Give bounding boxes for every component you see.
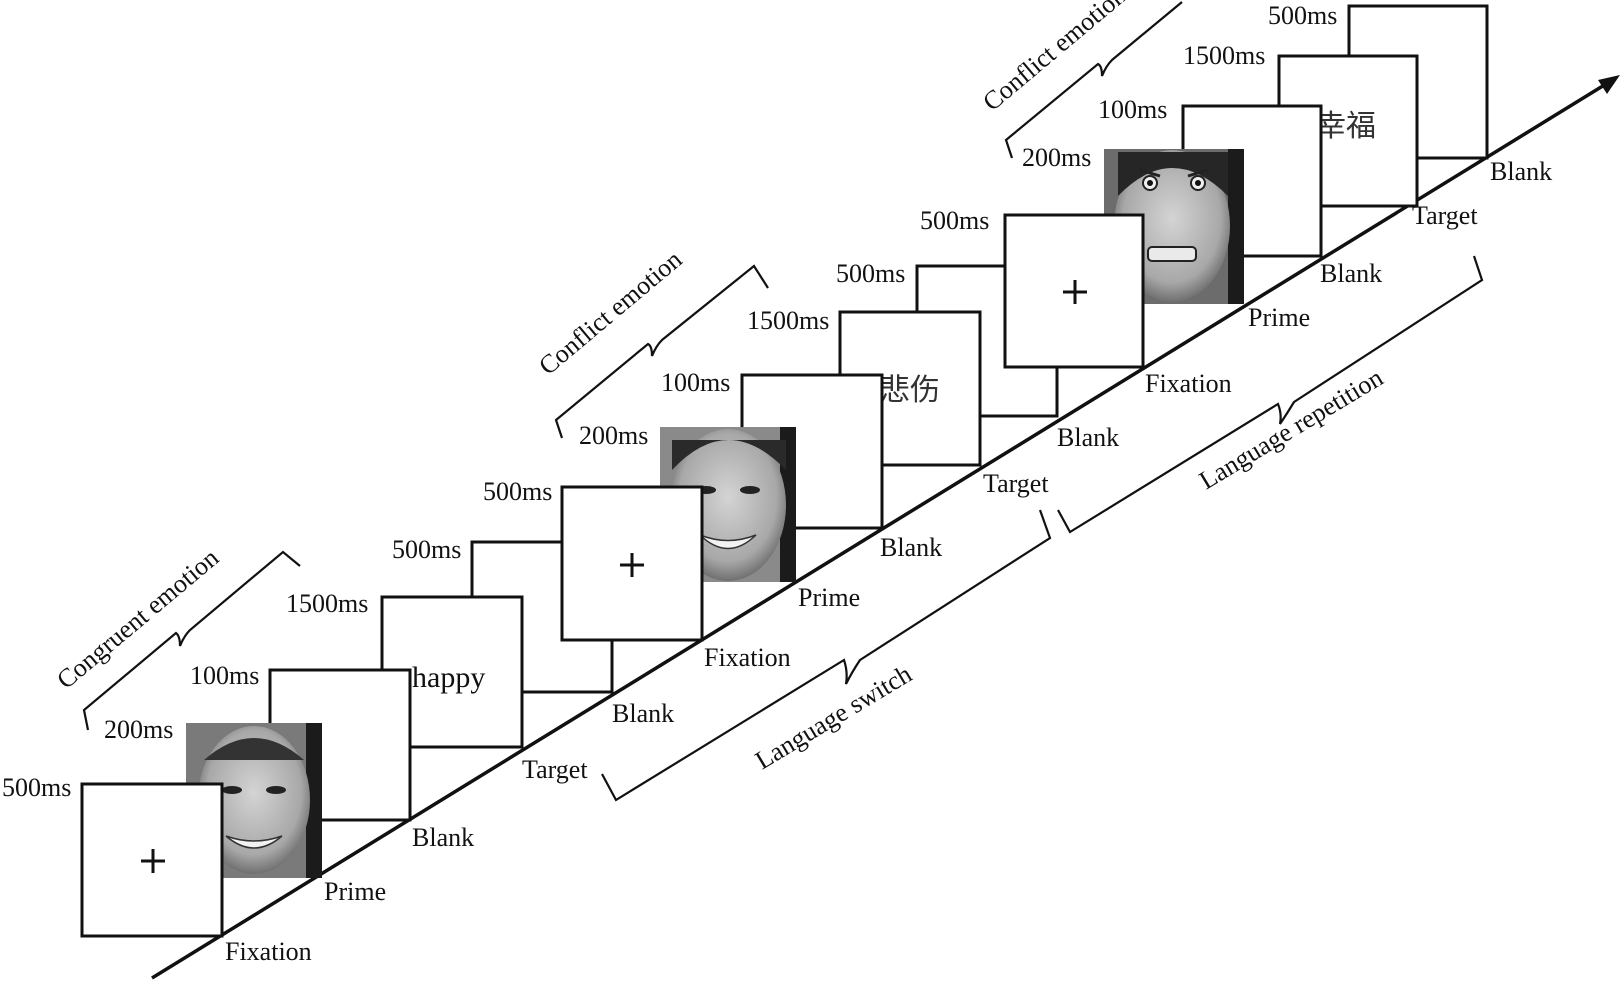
target-word: 悲伤 (880, 373, 940, 408)
conflict-brace (1004, 1, 1183, 159)
duration-label: 1500ms (1183, 41, 1265, 70)
screen-name-label: Blank (880, 533, 942, 562)
duration-label: 100ms (190, 661, 259, 690)
duration-label: 500ms (483, 477, 552, 506)
language-repetition-brace (1057, 255, 1484, 534)
screen-name-label: Target (1412, 201, 1478, 230)
target-word: happy (412, 661, 485, 694)
screen-name-label: Fixation (704, 643, 791, 672)
duration-label: 200ms (1022, 143, 1091, 172)
duration-label: 100ms (1098, 95, 1167, 124)
timeline-arrow-icon (1598, 75, 1620, 94)
screen-name-label: Blank (412, 823, 474, 852)
duration-label: 500ms (836, 259, 905, 288)
duration-label: 500ms (392, 535, 461, 564)
congruent-brace (82, 550, 301, 731)
language-switch-brace (601, 509, 1052, 802)
screen-name-label: Target (522, 755, 588, 784)
brace-label: Language switch (750, 659, 917, 775)
screen-name-label: Fixation (1145, 369, 1232, 398)
trial-3: 幸福 500ms 200ms 100ms 1500ms 500ms Fixati… (920, 0, 1552, 398)
duration-label: 1500ms (286, 589, 368, 618)
timeline-axis (151, 82, 1607, 980)
duration-label: 500ms (1268, 1, 1337, 30)
screen-name-label: Blank (1057, 423, 1119, 452)
face-smile-icon (699, 534, 757, 550)
screen-name-label: Prime (1248, 303, 1310, 332)
target-word: 幸福 (1316, 109, 1376, 144)
screen-name-label: Prime (324, 877, 386, 906)
conflict-brace (554, 264, 769, 439)
screen-name-label: Blank (612, 699, 674, 728)
screen-name-label: Blank (1320, 259, 1382, 288)
duration-label: 1500ms (747, 306, 829, 335)
face-smile-icon (225, 835, 283, 849)
duration-label: 200ms (579, 421, 648, 450)
face-eye-icon (222, 786, 242, 794)
screen-name-label: Fixation (225, 937, 312, 966)
face-eye-icon (266, 786, 286, 794)
screen-name-label: Prime (798, 583, 860, 612)
duration-label: 500ms (2, 773, 71, 802)
duration-label: 100ms (661, 368, 730, 397)
screen-name-label: Target (983, 469, 1049, 498)
face-grimace-icon (1147, 246, 1197, 262)
duration-label: 200ms (104, 715, 173, 744)
duration-label: 500ms (920, 206, 989, 235)
screen-name-label: Blank (1490, 157, 1552, 186)
face-eye-icon (740, 486, 760, 494)
brace-label: Conflict emotion (533, 245, 687, 381)
trial-1: happy 500ms 200ms 100ms 1500ms 500ms Fix… (2, 535, 674, 966)
